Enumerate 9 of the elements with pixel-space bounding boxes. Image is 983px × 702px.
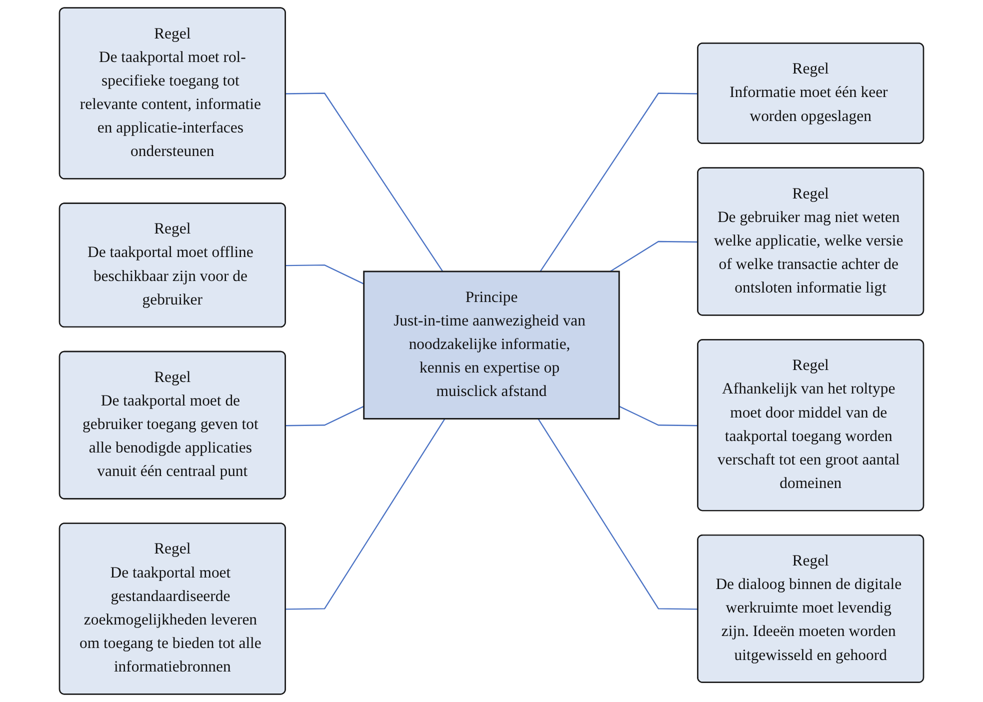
connector bbox=[286, 418, 446, 610]
connector bbox=[610, 240, 698, 272]
connector bbox=[538, 418, 698, 610]
connector bbox=[540, 92, 698, 272]
connector bbox=[286, 92, 444, 272]
connector bbox=[618, 406, 698, 426]
node-box: Principe Just-in-time aanwezigheid van noodzakelijke informatie, kennis en expertise op muisclick afstand bbox=[363, 270, 620, 420]
connector bbox=[286, 264, 364, 284]
connector bbox=[286, 406, 364, 426]
